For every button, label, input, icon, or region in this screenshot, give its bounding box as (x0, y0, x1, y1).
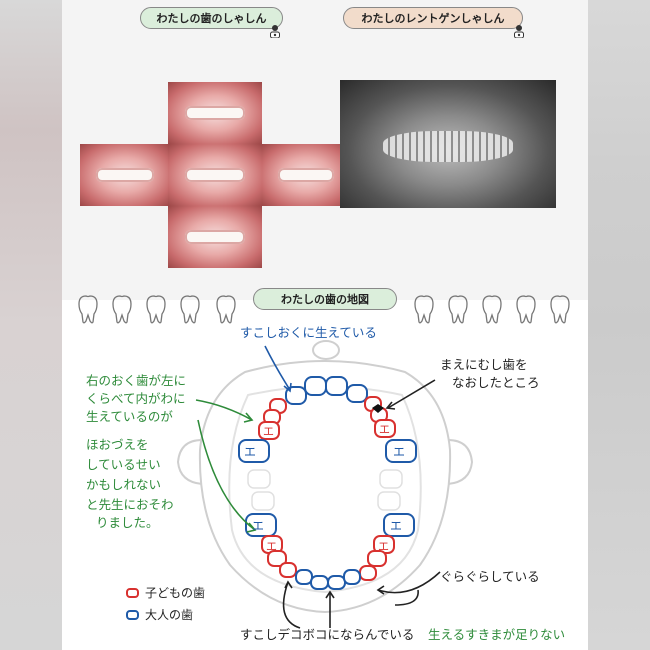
adult-tooth (343, 569, 361, 585)
arrow-cavity (387, 379, 436, 409)
arrow-left-lower (197, 419, 256, 531)
child-tooth-mark: エ (266, 540, 277, 553)
front-photo (168, 144, 262, 206)
legend-swatch-adult (126, 609, 139, 620)
face-outline (176, 340, 474, 614)
left-side-photo (262, 144, 350, 206)
note-crooked: すこしデコボコにならんでいる (240, 627, 415, 642)
adult-tooth (325, 376, 348, 396)
arrow-top (264, 345, 291, 391)
child-tooth-mark: エ (378, 540, 389, 553)
adult-tooth-mark: エ (393, 445, 406, 459)
note-left-line8: りました。 (96, 515, 159, 530)
adult-tooth (285, 386, 307, 405)
note-cavity-line2: なおしたところ (452, 375, 540, 390)
cavity-mark (372, 404, 384, 413)
tooth-icon (516, 295, 536, 324)
adult-tooth (327, 575, 346, 590)
tooth-icon (550, 295, 570, 324)
adult-tooth (295, 569, 313, 585)
note-left-line3: 生えているのが (86, 409, 173, 424)
tooth-icon (180, 295, 200, 324)
child-tooth (374, 419, 396, 438)
map-title: わたしの歯の地図 (253, 288, 397, 310)
child-tooth (367, 550, 387, 567)
adult-tooth (346, 384, 368, 403)
child-tooth (279, 562, 297, 578)
note-no-space: 生えるすきまが足りない (428, 627, 566, 642)
note-left-line6: かもしれない (86, 477, 162, 492)
note-left-line2: くらべて内がわに (86, 391, 186, 406)
legend-child: 子どもの歯 (126, 584, 205, 601)
right-blurred-margin (588, 0, 650, 650)
legend-adult: 大人の歯 (126, 606, 193, 623)
tooth-icon (414, 295, 434, 324)
adult-tooth-mark: エ (390, 519, 403, 533)
adult-tooth (310, 575, 329, 590)
doctor-icon (270, 25, 280, 38)
adult-tooth (238, 439, 270, 463)
note-left-line5: しているせい (86, 457, 161, 472)
note-left-line4: ほおづえを (86, 437, 149, 452)
lower-arch-photo (168, 206, 262, 268)
child-tooth-mark: エ (263, 425, 274, 438)
left-blurred-margin (0, 0, 62, 650)
tooth-icon (78, 295, 98, 324)
child-tooth-mark: エ (379, 423, 390, 436)
tooth-icon (448, 295, 468, 324)
note-left-line1: 右のおく歯が左に (86, 373, 187, 388)
tooth-icon-row (78, 295, 570, 324)
note-loose: ぐらぐらしている (440, 569, 540, 584)
tooth-icon (482, 295, 502, 324)
tooth-icon (112, 295, 132, 324)
legend-swatch-child (126, 587, 139, 598)
tooth-icon (146, 295, 166, 324)
upper-arch-photo (168, 82, 262, 144)
adult-tooth (385, 439, 417, 463)
panoramic-xray (340, 80, 556, 208)
arrow-loose (377, 571, 441, 594)
child-tooth (258, 421, 280, 440)
xray-title: わたしのレントゲンしゃしん (343, 7, 523, 29)
doctor-icon (514, 25, 524, 38)
adult-tooth-mark: エ (244, 445, 257, 459)
note-top: すこしおくに生えている (240, 325, 377, 340)
note-left-line7: と先生におそわ (86, 497, 174, 512)
adult-tooth (304, 376, 327, 396)
photos-title: わたしの歯のしゃしん (140, 7, 283, 29)
note-cavity-line1: まえにむし歯を (440, 357, 528, 372)
tooth-icon (216, 295, 236, 324)
right-side-photo (80, 144, 170, 206)
child-tooth (267, 550, 287, 567)
child-tooth (359, 565, 377, 581)
adult-tooth-mark: エ (252, 519, 265, 533)
arrow-left-upper (195, 399, 253, 421)
adult-tooth (383, 513, 415, 537)
